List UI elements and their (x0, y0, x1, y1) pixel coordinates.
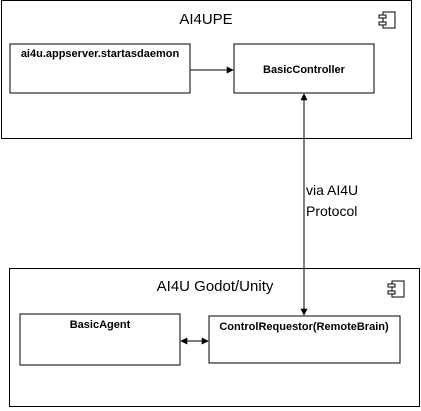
startasdaemon-label: ai4u.appserver.startasdaemon (21, 48, 180, 60)
lower-component[interactable]: AI4U Godot/Unity BasicAgent ControlReque… (9, 268, 420, 407)
upper-component-title: AI4UPE (179, 11, 232, 28)
protocol-edge: via AI4U Protocol (300, 93, 358, 316)
lower-component-title: AI4U Godot/Unity (157, 278, 274, 295)
basic-controller-label: BasicController (263, 64, 346, 76)
basic-controller-box[interactable]: BasicController (233, 43, 375, 94)
protocol-label-line1: via AI4U (306, 182, 358, 198)
protocol-label-line2: Protocol (306, 203, 357, 219)
control-requestor-label: ControlRequestor(RemoteBrain) (219, 321, 389, 333)
startasdaemon-box[interactable]: ai4u.appserver.startasdaemon (9, 43, 191, 94)
upper-component[interactable]: AI4UPE ai4u.appserver.startasdaemon Basi… (1, 0, 412, 139)
component-icon (378, 11, 396, 29)
component-icon (387, 280, 405, 298)
basic-agent-label: BasicAgent (70, 319, 131, 331)
control-requestor-box[interactable]: ControlRequestor(RemoteBrain) (208, 315, 401, 364)
basic-agent-box[interactable]: BasicAgent (19, 313, 181, 366)
